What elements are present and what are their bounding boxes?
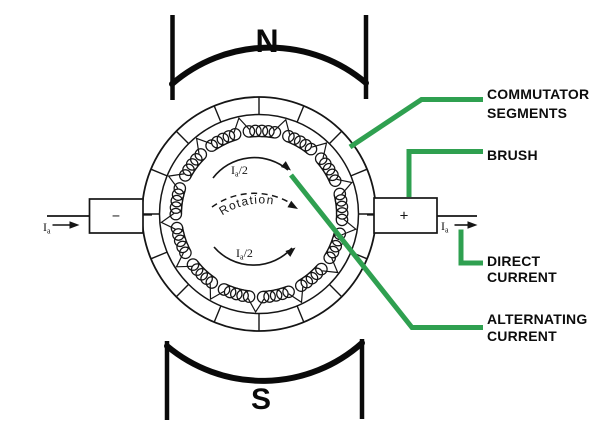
south-pole-label: S <box>251 383 271 416</box>
coil-loop <box>189 152 203 166</box>
brush-leader <box>406 149 483 197</box>
left-current-label: Ia <box>43 220 51 236</box>
coil-loop <box>242 125 256 138</box>
alternating-current-label: ALTERNATING CURRENT <box>487 311 588 344</box>
coil-loop <box>335 207 349 220</box>
north-pole <box>169 15 369 100</box>
direct-current-label: DIRECT CURRENT <box>487 253 557 285</box>
rotation-dashed-arc <box>211 192 293 208</box>
coil-loop <box>169 207 183 221</box>
coil-loop <box>315 262 328 276</box>
left-terminal-sign: − <box>112 208 120 224</box>
armature <box>141 96 377 332</box>
coil-loop <box>310 267 324 281</box>
coil-loop <box>323 251 337 265</box>
coil-loop <box>216 132 230 146</box>
callout-leader-lines <box>289 97 483 330</box>
coil-loop <box>326 168 339 182</box>
coil-loop <box>294 279 308 293</box>
lower-current-label: Ia/2 <box>236 246 253 262</box>
armature-annotations: Ia/2 Rotation Ia/2 <box>211 156 298 266</box>
coil-loop <box>173 182 187 195</box>
south-pole-face-arc <box>164 340 365 384</box>
right-current-label: Ia <box>441 219 449 235</box>
south-pole <box>164 339 365 420</box>
coil-loop <box>217 283 231 296</box>
north-pole-face-arc <box>169 44 369 87</box>
right-terminal-sign: + <box>400 208 409 225</box>
coil-loop <box>304 142 318 156</box>
coil-loop <box>255 124 269 138</box>
left-terminal: − Ia <box>43 198 152 236</box>
alternating-current-leader <box>289 173 483 330</box>
coil-loop <box>249 124 262 138</box>
coil-connection-wire <box>160 116 357 314</box>
upper-current-label: Ia/2 <box>231 163 248 179</box>
commutator-inner-circle <box>158 113 360 315</box>
coil-loop <box>335 200 349 214</box>
direct-current-leader <box>458 229 483 266</box>
coil-loop <box>229 287 243 301</box>
lower-current-arrowhead-icon <box>285 247 296 257</box>
upper-current-arc <box>212 156 289 179</box>
coil-loop <box>195 267 209 281</box>
coil-loop <box>333 187 347 201</box>
commutator-segments-leader <box>348 97 483 150</box>
coil-loop <box>179 246 192 260</box>
coil-loop <box>335 213 349 227</box>
coil-loop <box>268 125 282 139</box>
commutator-segments-and-coils <box>142 97 376 331</box>
right-terminal: + Ia <box>367 197 478 235</box>
segment-divider-lines <box>142 97 376 331</box>
upper-current-arrowhead-icon <box>280 161 291 171</box>
coil-loop <box>186 258 200 271</box>
right-current-arrowhead-icon <box>467 221 478 229</box>
lower-current-arc <box>213 246 293 266</box>
brush-label: BRUSH <box>487 147 538 163</box>
rotation-label: Rotation <box>217 192 276 218</box>
coil-loop <box>194 148 208 161</box>
coil-loop <box>282 285 295 299</box>
commutator-segments-label: COMMUTATOR SEGMENTS <box>487 86 590 121</box>
north-pole-label: N <box>255 23 278 59</box>
left-brush-box <box>88 198 144 234</box>
rotation-arrowhead-icon <box>287 200 298 209</box>
left-current-arrowhead-icon <box>69 221 80 229</box>
